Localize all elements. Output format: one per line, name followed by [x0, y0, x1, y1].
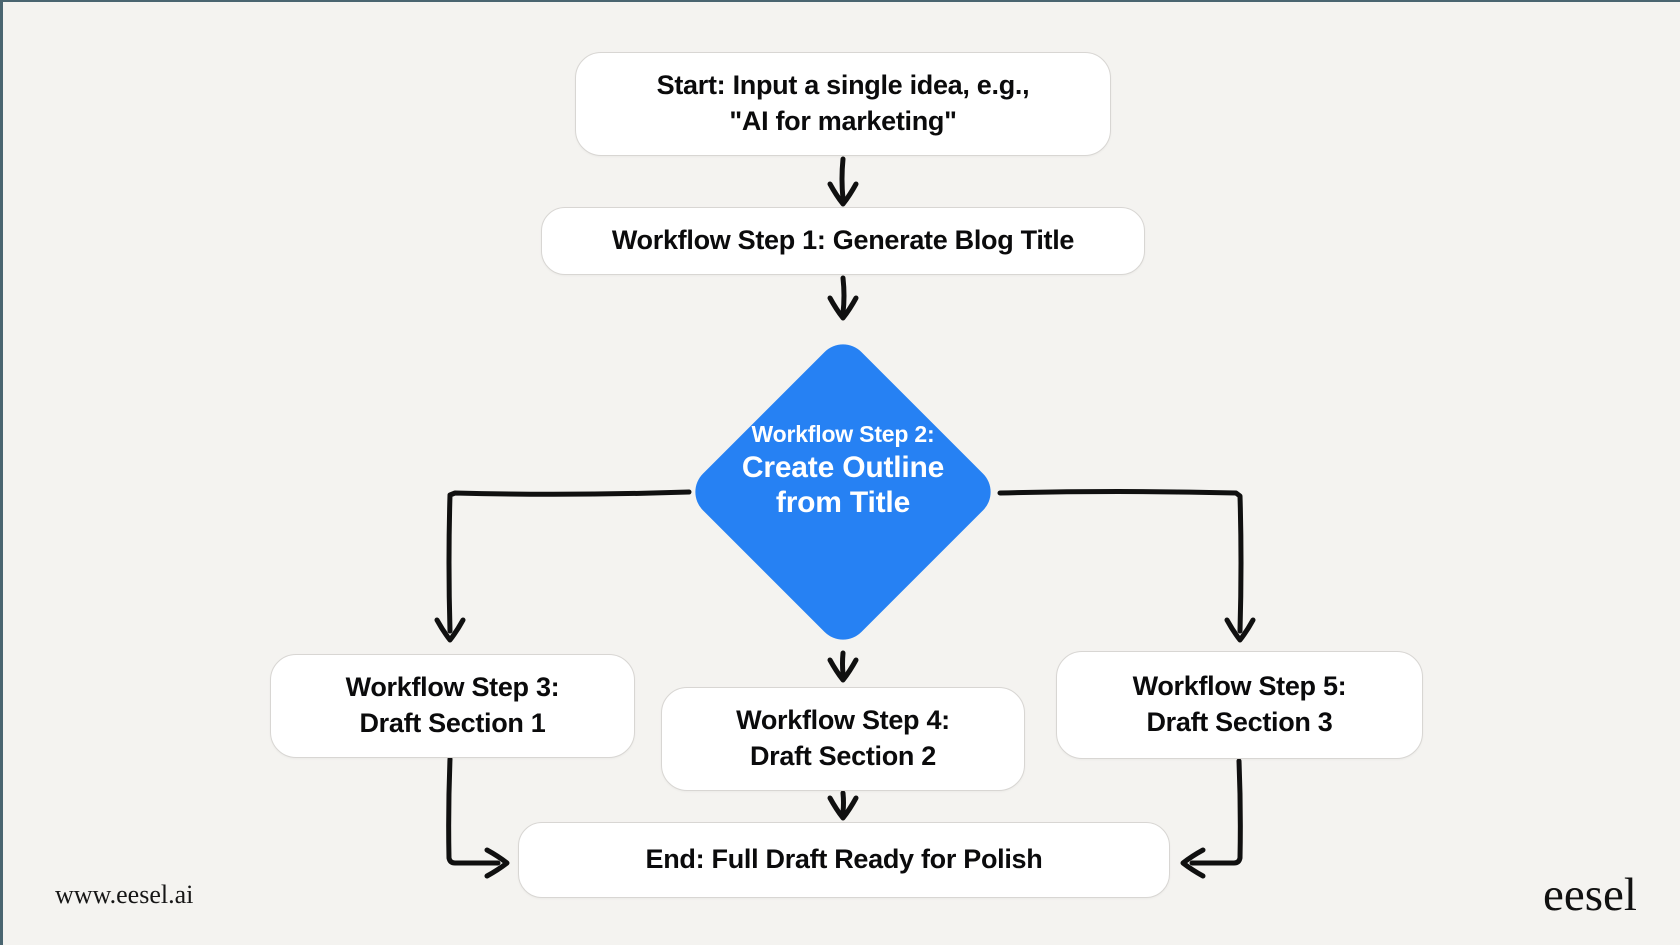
end-node-label: End: Full Draft Ready for Polish: [645, 844, 1043, 875]
step3-node-line1: Workflow Step 3:: [345, 672, 560, 703]
start-node-line2: "AI for marketing": [729, 106, 957, 136]
connector-layer: [434, 156, 1256, 879]
arrow-step1-to-step2: [827, 275, 859, 321]
arrow-step3-to-end: [446, 756, 510, 879]
step4-node-line2: Draft Section 2: [749, 741, 937, 771]
step1-node: Workflow Step 1: Generate Blog Title: [541, 207, 1145, 275]
brand-logo: eesel: [1543, 869, 1637, 921]
step3-node-line2: Draft Section 1: [359, 708, 546, 738]
step1-node-label: Workflow Step 1: Generate Blog Title: [611, 225, 1075, 256]
step4-node-line1: Workflow Step 4:: [736, 705, 950, 736]
arrow-step5-to-end: [1180, 758, 1243, 879]
arrow-start-to-step1: [827, 156, 859, 207]
arrow-step4-to-end: [827, 790, 859, 821]
start-node-line1: Start: Input a single idea, e.g.,: [656, 70, 1030, 101]
step4-node: Workflow Step 4: Draft Section 2: [661, 687, 1025, 791]
arrow-step2-to-step4: [827, 650, 859, 683]
decision-node: Workflow Step 2: Create Outline from Tit…: [693, 380, 993, 560]
arrow-step2-to-step5: [997, 489, 1256, 643]
step3-node: Workflow Step 3: Draft Section 1: [270, 654, 635, 758]
step5-node: Workflow Step 5: Draft Section 3: [1056, 651, 1423, 759]
step5-node-line1: Workflow Step 5:: [1132, 671, 1347, 702]
arrow-step2-to-step3: [434, 489, 692, 643]
decision-node-line1: Create Outline: [741, 450, 945, 484]
start-node: Start: Input a single idea, e.g., "AI fo…: [575, 52, 1111, 156]
decision-node-line2: from Title: [775, 485, 911, 519]
step5-node-line2: Draft Section 3: [1146, 707, 1333, 737]
end-node: End: Full Draft Ready for Polish: [518, 822, 1170, 898]
footer-website-url: www.eesel.ai: [55, 880, 194, 909]
decision-node-title: Workflow Step 2:: [751, 420, 935, 447]
